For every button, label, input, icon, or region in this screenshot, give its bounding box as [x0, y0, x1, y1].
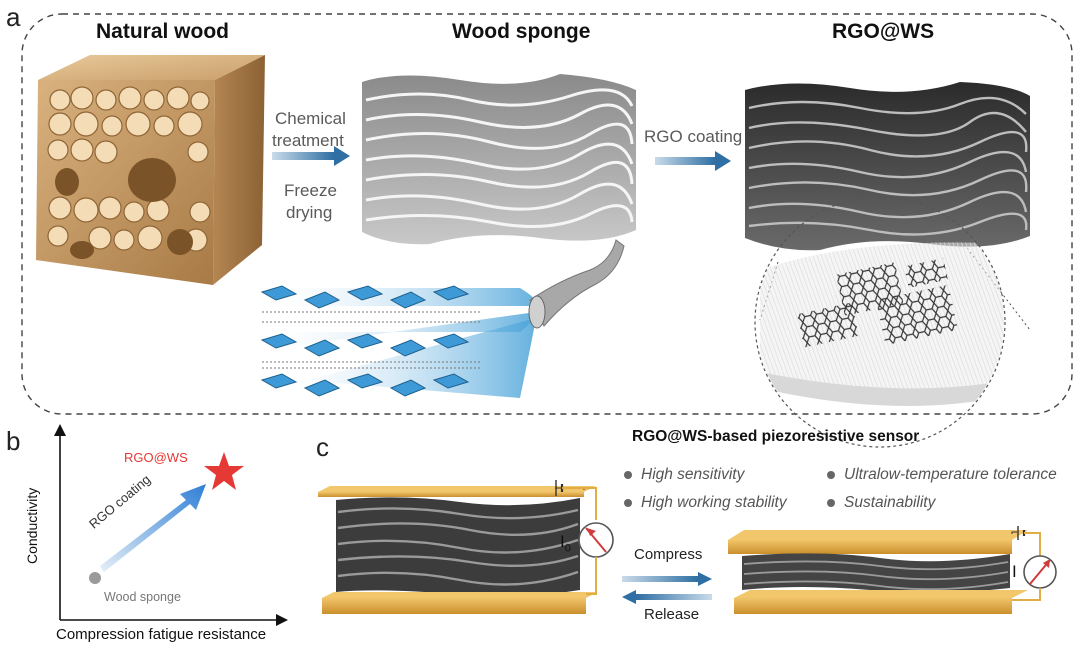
sensor-heading: RGO@WS-based piezoresistive sensor — [632, 428, 920, 445]
panel-b-axes — [54, 424, 288, 626]
bullet-dot — [624, 498, 632, 507]
compress-release-arrows — [622, 572, 712, 604]
natural-wood-block — [36, 55, 265, 285]
rgo-ws-title: RGO@WS — [832, 20, 935, 43]
rgo-ws-block — [745, 82, 1030, 251]
panel-c-letter: c — [316, 432, 329, 462]
y-axis-label: Conductivity — [24, 487, 40, 564]
feature-item: Sustainability — [827, 494, 935, 512]
panel-a-frame — [21, 13, 1073, 415]
wood-sponge-point — [89, 572, 101, 584]
feature-item: High sensitivity — [624, 466, 744, 484]
current-label-compressed: I — [1012, 562, 1017, 581]
feature-item: High working stability — [624, 494, 787, 512]
step2-line1: Freeze — [284, 181, 337, 200]
process-arrow-1 — [272, 146, 350, 166]
feature-item: Ultralow-temperature tolerance — [827, 466, 1057, 484]
rgo-magnified-inset — [754, 196, 1031, 448]
step2-line2: drying — [286, 203, 333, 222]
x-axis-label: Compression fatigue resistance — [56, 626, 267, 643]
feature-text: High sensitivity — [641, 466, 745, 483]
natural-wood-title: Natural wood — [96, 20, 230, 43]
bullet-dot — [827, 498, 835, 507]
rgo-coating-arrow — [100, 484, 206, 572]
wood-sponge-block — [362, 74, 636, 245]
step1-line2: treatment — [272, 131, 344, 150]
panel-a-letter: a — [6, 2, 21, 32]
wood-sponge-point-label: Wood sponge — [104, 590, 181, 604]
bullet-dot — [827, 470, 835, 479]
feature-text: High working stability — [641, 494, 787, 511]
sensor-compressed — [728, 526, 1057, 614]
wood-sponge-title: Wood sponge — [452, 20, 591, 43]
feature-text: Sustainability — [844, 494, 936, 511]
compress-label: Compress — [634, 546, 703, 563]
feature-text: Ultralow-temperature tolerance — [844, 466, 1057, 483]
rgo-ws-star — [204, 452, 244, 490]
step1-line1: Chemical — [275, 109, 346, 128]
rgo-ws-point-label: RGO@WS — [124, 450, 188, 465]
release-label: Release — [644, 606, 700, 623]
panel-b-letter: b — [6, 426, 21, 456]
process-arrow-2 — [655, 151, 731, 171]
step3-label: RGO coating — [644, 127, 743, 146]
cellulose-chain-illustration — [250, 239, 625, 398]
current-label-initial: I0 — [560, 532, 571, 555]
sensor-uncompressed — [318, 480, 614, 614]
bullet-dot — [624, 470, 632, 479]
